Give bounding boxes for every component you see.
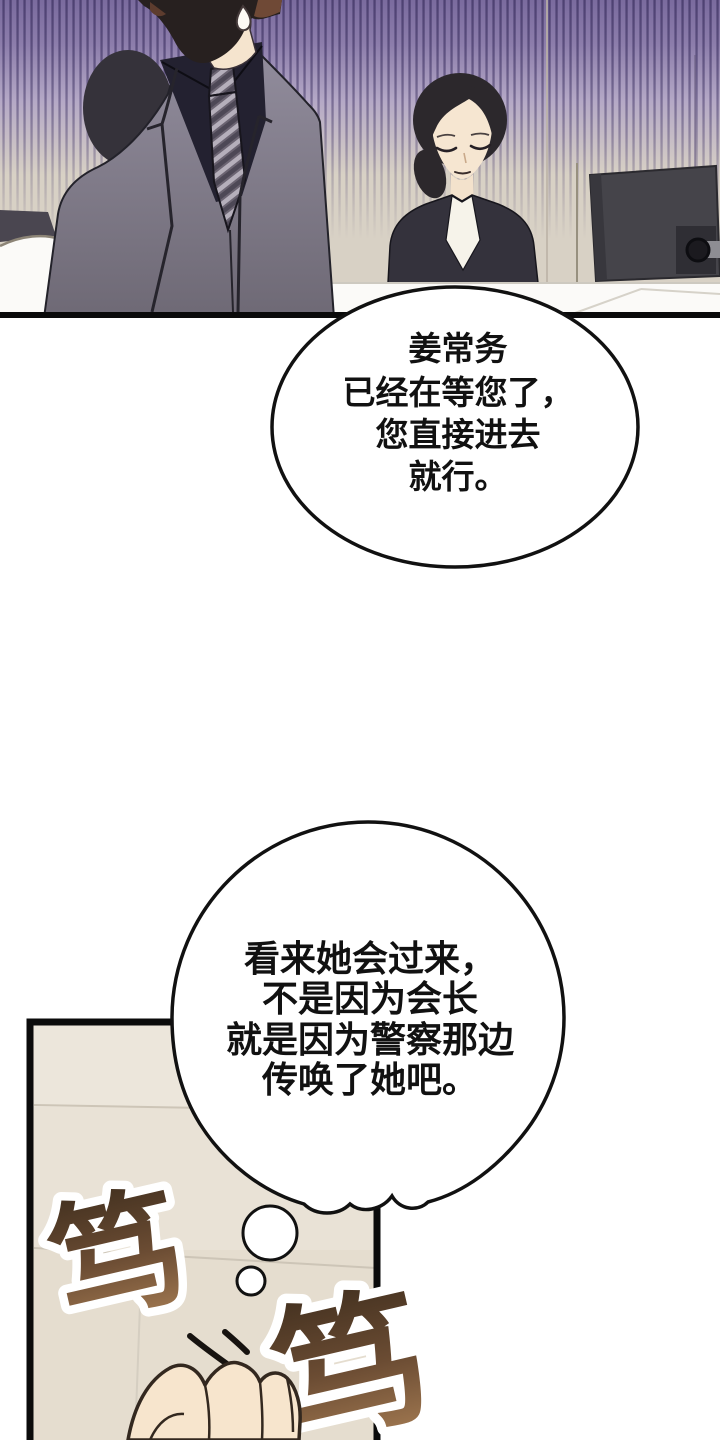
thought-line-2: 不是因为会长 (262, 979, 478, 1020)
thought-bubble-shape (170, 820, 566, 1215)
speech-line-4: 就行。 (409, 457, 508, 496)
speech-bubble-shape (270, 285, 640, 569)
knocking-hand (126, 1360, 302, 1440)
finger-line-3 (285, 1377, 295, 1433)
woman-fringe (429, 85, 494, 144)
man-lapel-right (236, 115, 261, 313)
desk-seam-2 (640, 288, 720, 295)
man-lapel-right-notch (258, 114, 273, 124)
man-hair-brown-2 (150, 2, 166, 17)
speech-bubble-1: 姜常务 已经在等您了， 您直接进去 就行。 (270, 285, 640, 569)
woman-top-v (445, 195, 481, 272)
thought-tail-circle-1 (241, 1204, 299, 1262)
desk-seam-1 (574, 288, 642, 314)
wall-seam-2 (33, 1247, 377, 1269)
receptionist-woman (387, 73, 539, 284)
monitor-edge (590, 174, 607, 281)
finger-line-2 (258, 1381, 264, 1440)
monitor (588, 164, 720, 283)
monitor-joint (685, 237, 711, 263)
thought-line-1: 看来她会过来， (244, 939, 496, 980)
woman-eye-right (469, 143, 492, 151)
motion-line-short (222, 1329, 250, 1355)
woman-brow-right (470, 132, 490, 136)
speech-line-1: 姜常务 (409, 329, 508, 368)
man-lapel-left-notch (146, 122, 163, 131)
man-hair-brown (254, 0, 282, 18)
thought-line-3: 就是因为警察那边 (226, 1020, 514, 1061)
knock-panel-section: 看来她会过来， 不是因为会长 就是因为警察那边 传唤了她吧。 笃 笃 (26, 820, 566, 1440)
sweat-drop (235, 4, 252, 32)
woman-nose (463, 152, 467, 164)
woman-brow-left (436, 133, 456, 138)
thumb-line (148, 1412, 185, 1440)
woman-eye-left (435, 146, 458, 153)
man-closure-seam (229, 229, 234, 313)
man-collar-left (161, 61, 217, 93)
office-scene-panel (0, 0, 720, 318)
thought-line-4: 传唤了她吧。 (261, 1060, 478, 1101)
businessman (42, 0, 336, 318)
woman-mouth (454, 171, 471, 175)
finger-line-1 (203, 1384, 211, 1440)
thought-bubble: 看来她会过来， 不是因为会长 就是因为警察那边 传唤了她吧。 (170, 820, 566, 1297)
woman-hair-bun (413, 149, 447, 199)
speech-line-2: 已经在等您了， (343, 373, 574, 412)
thought-tail-circle-2 (235, 1265, 267, 1297)
speech-line-3: 您直接进去 (376, 415, 541, 454)
chair-wedge (0, 210, 56, 242)
